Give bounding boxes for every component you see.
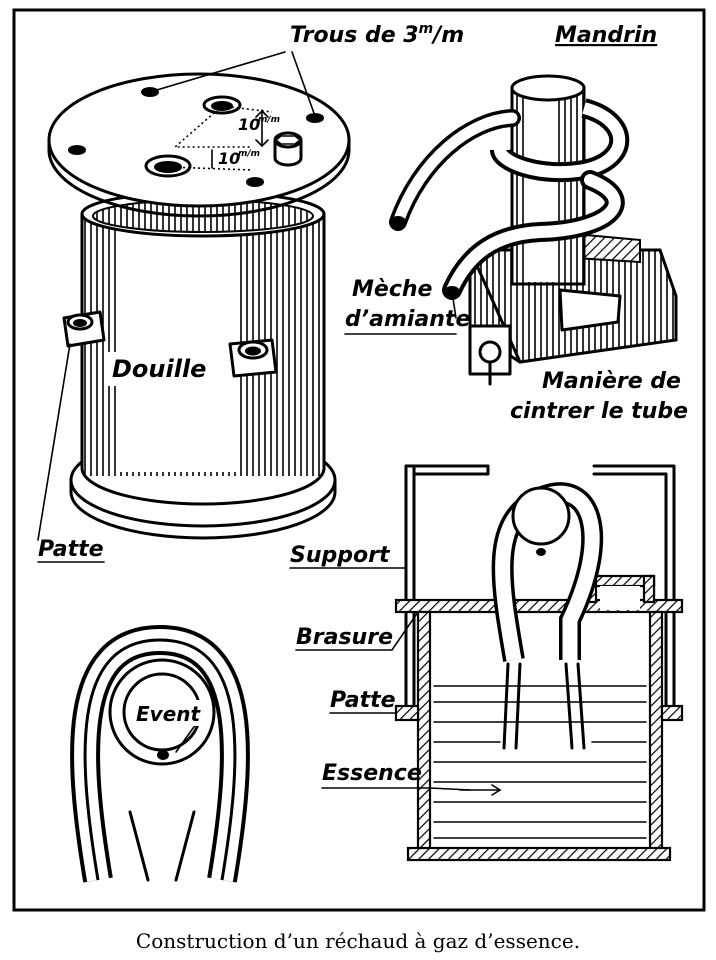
label-support: Support xyxy=(290,543,391,568)
label-dim-unit-1: m/m xyxy=(258,115,280,125)
label-mandrin: Mandrin xyxy=(555,23,657,48)
figure-caption: Construction d’un réchaud à gaz d’essenc… xyxy=(136,929,580,953)
label-maniere-1: Manière de xyxy=(542,369,681,394)
label-dim-unit-2: m/m xyxy=(238,149,260,159)
label-trous: Trous de 3m/m xyxy=(290,21,464,48)
label-douille: Douille xyxy=(112,355,206,383)
label-dim-1: 10 xyxy=(238,115,260,134)
label-event: Event xyxy=(136,702,202,726)
event-detail-drawing xyxy=(70,624,250,883)
mandrin-drawing xyxy=(389,74,678,386)
label-maniere-2: cintrer le tube xyxy=(510,399,688,424)
section-view-drawing xyxy=(289,464,684,862)
plate-frame xyxy=(12,8,706,912)
label-patte-right: Patte xyxy=(330,688,396,713)
label-dim-2: 10 xyxy=(218,149,240,168)
essence-liquid xyxy=(433,685,647,839)
label-patte-left: Patte xyxy=(38,537,104,562)
label-meche-1: Mèche xyxy=(352,277,433,302)
label-meche-2: d’amiante xyxy=(345,307,470,332)
douille-drawing xyxy=(37,51,351,541)
label-brasure: Brasure xyxy=(296,625,393,650)
label-essence: Essence xyxy=(322,761,422,786)
